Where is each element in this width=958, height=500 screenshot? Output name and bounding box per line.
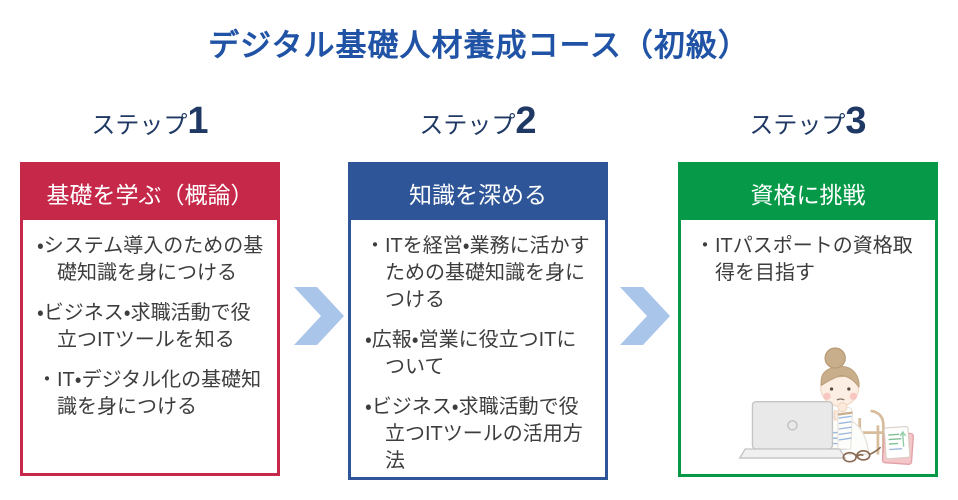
step2-item: ・ITを経営・業務に活かすための基礎知識を身につける [365,235,590,311]
step2-number: 2 [515,100,537,142]
step2-box: 知識を深める ・ITを経営・業務に活かすための基礎知識を身につける ・広報・営業… [348,162,608,480]
step1-item: ・システム導入のための基礎知識を身につける [37,235,264,284]
chevron-right-icon [620,287,670,345]
step1-box: 基礎を学ぶ（概論） ・システム導入のための基礎知識を身につける ・ビジネス・求職… [20,162,280,476]
glasses-icon [842,446,882,463]
step3-body: ・ITパスポートの資格取得を目指す [681,220,935,287]
step2-item: ・ビジネス・求職活動で役立つITツールの活用方法 [365,396,583,472]
step2-label: ステップ2 [348,100,608,143]
step2-label-text: ステップ [419,112,516,139]
step1-item: ・IT・デジタル化の基礎知識を身につける [37,369,262,418]
step1-label-text: ステップ [91,112,188,139]
step2-body: ・ITを経営・業務に活かすための基礎知識を身につける ・広報・営業に役立つITに… [351,220,605,475]
step2-item: ・広報・営業に役立つITについて [365,329,577,378]
laptop-icon [738,401,847,459]
step1-item: ・ビジネス・求職活動で役立つITツールを知る [37,302,251,351]
step1-number: 1 [187,100,209,142]
step3-label-text: ステップ [749,112,846,139]
notebook-icon [881,425,914,466]
step2-header: 知識を深める [351,165,605,220]
step3-number: 3 [845,100,867,142]
woman-arm [837,402,854,450]
step3-item: ・ITパスポートの資格取得を目指す [695,235,913,284]
page-title: デジタル基礎人材養成コース（初級） [208,28,750,63]
step1-body: ・システム導入のための基礎知識を身につける ・ビジネス・求職活動で役立つITツー… [23,220,277,421]
step3-header: 資格に挑戦 [681,165,935,220]
step1-label: ステップ1 [20,100,280,143]
step1-header: 基礎を学ぶ（概論） [23,165,277,220]
woman-head [820,347,860,407]
step3-box: 資格に挑戦 ・ITパスポートの資格取得を目指す [678,162,938,477]
woman-thinking-at-laptop-illustration [738,347,914,466]
chevron-right-icon [294,287,344,345]
step3-label: ステップ3 [678,100,938,143]
